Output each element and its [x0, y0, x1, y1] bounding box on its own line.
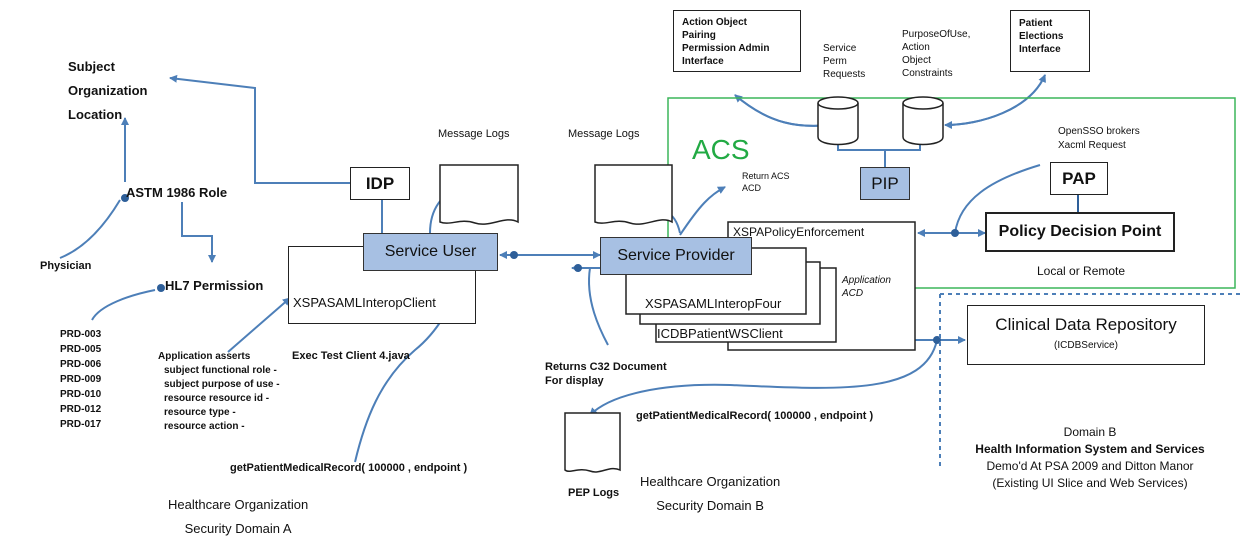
- prd-code-list: PRD-003 PRD-005 PRD-006 PRD-009 PRD-010 …: [60, 327, 101, 432]
- prd-code: PRD-005: [60, 344, 102, 355]
- idp-box[interactable]: IDP: [350, 167, 410, 200]
- assertion-line: resource type -: [164, 407, 236, 418]
- admin-box-line: Permission Admin: [682, 43, 770, 54]
- service-user-box[interactable]: Service User: [363, 233, 498, 271]
- org-a-line: Security Domain A: [184, 521, 292, 536]
- clinical-data-repository-box[interactable]: Clinical Data Repository (ICDBService): [967, 305, 1205, 365]
- return-document-note: Returns C32 Document For display: [545, 360, 667, 388]
- patient-box-line: Interface: [1019, 44, 1061, 55]
- domain-line: Health Information System and Services: [975, 442, 1205, 456]
- org-b-line: Healthcare Organization: [640, 474, 781, 489]
- interop-client-box[interactable]: XSPASAMLInteropClient: [288, 246, 476, 324]
- purpose-line: Constraints: [902, 68, 953, 79]
- message-log-document-b: [594, 164, 673, 225]
- service-perm-line: Service: [823, 43, 857, 54]
- message-logs-label-a: Message Logs: [438, 128, 510, 140]
- hl7-permission-label: HL7 Permission: [165, 278, 264, 293]
- get-record-call-b: getPatientMedicalRecord( 100000 , endpoi…: [636, 410, 874, 422]
- return-doc-line: For display: [545, 375, 604, 387]
- pep-logs-label: PEP Logs: [568, 487, 620, 499]
- subject-attributes: Subject Organization Location: [68, 55, 147, 127]
- message-log-document-a: [439, 164, 519, 225]
- opensso-note: OpenSSO brokers Xacml Request: [1058, 125, 1140, 153]
- org-b-line: Security Domain B: [656, 498, 764, 513]
- opensso-line: OpenSSO brokers: [1058, 126, 1140, 137]
- policy-enforcement-label: XSPAPolicyEnforcement: [733, 225, 865, 239]
- patient-box-line: Patient: [1019, 18, 1053, 29]
- assertion-line: Application asserts: [158, 351, 251, 362]
- get-record-call-a: getPatientMedicalRecord( 100000 , endpoi…: [230, 462, 468, 474]
- prd-code: PRD-017: [60, 419, 102, 430]
- purpose-line: Object: [902, 55, 931, 66]
- prd-code: PRD-006: [60, 359, 102, 370]
- app-acd-line: ACD: [842, 288, 864, 299]
- prd-code: PRD-012: [60, 404, 102, 415]
- message-logs-label-b: Message Logs: [568, 128, 640, 140]
- application-acd-label: Application ACD: [842, 274, 891, 300]
- purpose-line: PurposeOfUse,: [902, 29, 971, 40]
- domain-line: (Existing UI Slice and Web Services): [992, 476, 1188, 490]
- pap-box[interactable]: PAP: [1050, 162, 1108, 195]
- icdb-client-label: ICDBPatientWSClient: [657, 326, 783, 341]
- permission-admin-interface-box[interactable]: Action Object Pairing Permission Admin I…: [673, 10, 801, 72]
- organization-label: Organization: [68, 83, 148, 98]
- service-perm-line: Perm: [823, 56, 847, 67]
- policy-decision-point-box[interactable]: Policy Decision Point: [985, 212, 1175, 252]
- org-a-label: Healthcare Organization Security Domain …: [168, 493, 308, 541]
- org-a-line: Healthcare Organization: [168, 497, 309, 512]
- assertion-line: resource action -: [164, 421, 245, 432]
- prd-code: PRD-010: [60, 389, 102, 400]
- patient-elections-interface-box[interactable]: Patient Elections Interface: [1010, 10, 1090, 72]
- local-remote-label: Local or Remote: [1037, 264, 1126, 278]
- subject-label: Subject: [68, 59, 115, 74]
- service-perm-line: Requests: [823, 69, 866, 80]
- pep-note-line: ACD: [742, 183, 762, 193]
- opensso-line: Xacml Request: [1058, 140, 1126, 151]
- service-perm-requests-label: Service Perm Requests: [823, 42, 865, 81]
- return-doc-line: Returns C32 Document: [545, 361, 667, 373]
- service-provider-box[interactable]: Service Provider: [600, 237, 752, 275]
- admin-box-line: Interface: [682, 56, 724, 67]
- admin-box-line: Action Object: [682, 17, 748, 28]
- assertion-line: subject purpose of use -: [164, 379, 280, 390]
- pep-note-line: Return ACS: [742, 171, 790, 181]
- application-assertions: Application asserts subject functional r…: [158, 350, 280, 434]
- astm-role-label: ASTM 1986 Role: [126, 185, 228, 200]
- prd-code: PRD-009: [60, 374, 102, 385]
- assertion-line: subject functional role -: [164, 365, 277, 376]
- cdr-title: Clinical Data Repository: [995, 315, 1177, 334]
- domain-line: Domain B: [1063, 425, 1117, 439]
- interop-client-label: XSPASAMLInteropClient: [293, 295, 436, 310]
- domain-line: Demo'd At PSA 2009 and Ditton Manor: [986, 459, 1194, 473]
- interop-four-label: XSPASAMLInteropFour: [645, 296, 782, 311]
- prd-code: PRD-003: [60, 329, 102, 340]
- app-acd-line: Application: [842, 275, 891, 286]
- pep-log-document: [564, 412, 621, 473]
- org-b-label: Healthcare Organization Security Domain …: [640, 470, 780, 518]
- cdr-subtitle: (ICDBService): [1054, 340, 1118, 351]
- purpose-line: Action: [902, 42, 930, 53]
- acs-label: ACS: [692, 134, 750, 165]
- pip-box[interactable]: PIP: [860, 167, 910, 200]
- location-label: Location: [68, 107, 123, 122]
- domain-b-description: Domain B Health Information System and S…: [945, 424, 1235, 492]
- assertion-line: resource resource id -: [164, 393, 270, 404]
- pep-return-note: Return ACS ACD: [742, 170, 790, 194]
- test-client-label: Exec Test Client 4.java: [292, 350, 410, 362]
- physician-label: Physician: [40, 260, 92, 272]
- purpose-constraints-label: PurposeOfUse, Action Object Constraints: [902, 28, 970, 80]
- admin-box-line: Pairing: [682, 30, 716, 41]
- patient-box-line: Elections: [1019, 31, 1064, 42]
